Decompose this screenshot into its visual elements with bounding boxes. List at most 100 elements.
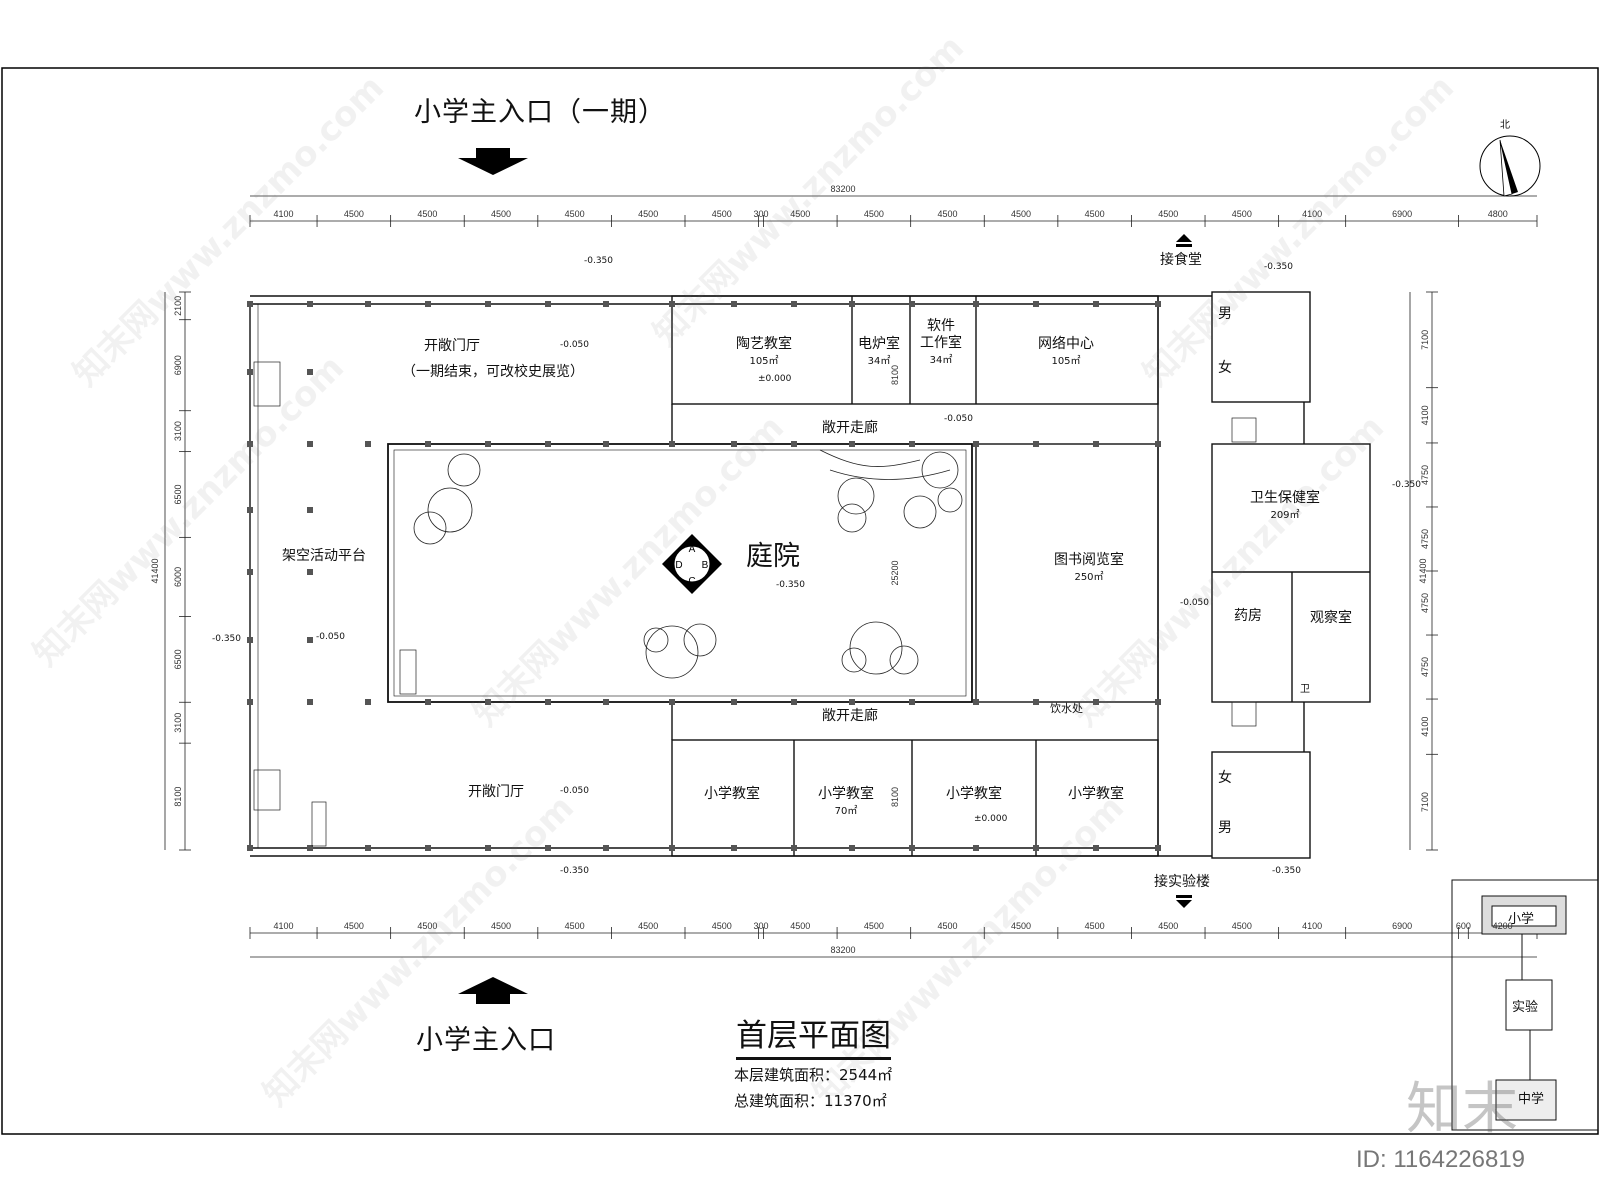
image-id: ID: 1164226819 [1356,1146,1526,1173]
column [365,441,371,447]
bottom-bay-dimension: 4500 [491,921,511,931]
column [485,301,491,307]
top-bay-dimension: 4500 [565,209,585,219]
column [791,699,797,705]
bottom-bay-dimension: 4100 [1302,921,1322,931]
structural-columns [247,301,1161,851]
column [849,845,855,851]
right-bay-dimension: 4100 [1420,405,1430,425]
level-mark: ±0.000 [758,374,792,384]
level-mark: -0.350 [560,866,590,876]
top-bay-dimension: 4500 [1158,209,1178,219]
bottom-bay-dimension: 4200 [1493,921,1513,931]
room-name: 图书阅览室 [1054,552,1124,568]
room-name-line2: 工作室 [920,335,962,351]
column [307,301,313,307]
column [731,301,737,307]
column [791,441,797,447]
room-name: 电炉室 [858,336,900,352]
column [485,441,491,447]
lab-arrow-icon [1176,900,1192,908]
column [485,845,491,851]
column [603,441,609,447]
column [247,637,253,643]
left-bay-dimension: 6000 [173,567,183,587]
brand-logo: 知末 [1406,1077,1518,1142]
top-bay-dimension: 4500 [638,209,658,219]
column [1155,441,1161,447]
room-area: 34㎡ [867,356,891,367]
room-area: 70㎡ [834,806,858,817]
lab-connection-label: 接实验楼 [1154,874,1210,890]
column [973,699,979,705]
room-name: 小学教室 [818,786,874,802]
column [669,845,675,851]
grid-letter: A [689,544,696,555]
bottom-bay-dimension: 4100 [274,921,294,931]
column [1033,441,1039,447]
room-area: 105㎡ [749,356,779,367]
hall-bottom-label: 开敞门厅 [468,784,524,800]
total-width-dimension: 83200 [830,945,855,955]
drawing-frame [1,67,1599,1135]
hall-top-label: 开敞门厅 [424,338,480,354]
courtyard-label: 庭院 [746,541,800,572]
total-depth-dimension: 41400 [1418,558,1428,583]
column [307,441,313,447]
total-width-dimension: 83200 [830,184,855,194]
column [247,441,253,447]
bottom-bay-dimension: 4500 [712,921,732,931]
top-bay-dimension: 4500 [1232,209,1252,219]
room-software: 软件 工作室 34㎡ [920,318,962,369]
top-dimension-lines [164,195,1537,958]
platform-label: 架空活动平台 [282,548,366,564]
level-mark: -0.050 [560,786,590,796]
top-bay-dimension: 4500 [712,209,732,219]
left-bay-dimension: 3100 [173,713,183,733]
column [545,699,551,705]
column [545,845,551,851]
column [247,507,253,513]
column [731,699,737,705]
right-bay-dimension: 7100 [1420,792,1430,812]
level-mark: -0.350 [776,580,806,590]
grid-letter: B [702,560,709,571]
column [307,699,313,705]
total-depth-dimension: 41400 [150,558,160,583]
classroom-3: 小学教室 [946,786,1002,802]
dining-connection-label: 接食堂 [1160,252,1202,268]
column [1093,699,1099,705]
right-bay-dimension: 4750 [1420,593,1430,613]
room-name: 卫生保健室 [1250,490,1320,506]
right-bay-dimension: 4750 [1420,465,1430,485]
level-mark: -0.350 [1392,480,1422,490]
level-mark: ±0.000 [974,814,1008,824]
entrance-arrows [458,148,1192,1004]
column [307,507,313,513]
bottom-bay-dimension: 6900 [1392,921,1412,931]
level-mark: -0.350 [1264,262,1294,272]
column [791,301,797,307]
top-bay-dimension: 4500 [344,209,364,219]
room-area: 209㎡ [1270,510,1300,521]
classroom-2: 小学教室 70㎡ [818,786,874,820]
column [365,301,371,307]
stairs [253,361,1257,847]
room-network: 网络中心 105㎡ [1038,336,1094,370]
room-depth-dimension: 8100 [890,365,900,385]
level-mark: -0.350 [1272,866,1302,876]
column [849,301,855,307]
right-bay-dimension: 4100 [1420,717,1430,737]
column [603,845,609,851]
toilet-male-bottom: 男 [1218,820,1232,836]
level-mark: -0.050 [560,340,590,350]
room-wc-small: 卫 [1300,684,1310,695]
courtyard-depth-dimension: 25200 [890,560,900,585]
bottom-bay-dimension: 4500 [638,921,658,931]
column [425,441,431,447]
top-bay-dimension: 4100 [1302,209,1322,219]
column [545,301,551,307]
top-entrance-label: 小学主入口（一期） [414,97,666,128]
room-name: 网络中心 [1038,336,1094,352]
